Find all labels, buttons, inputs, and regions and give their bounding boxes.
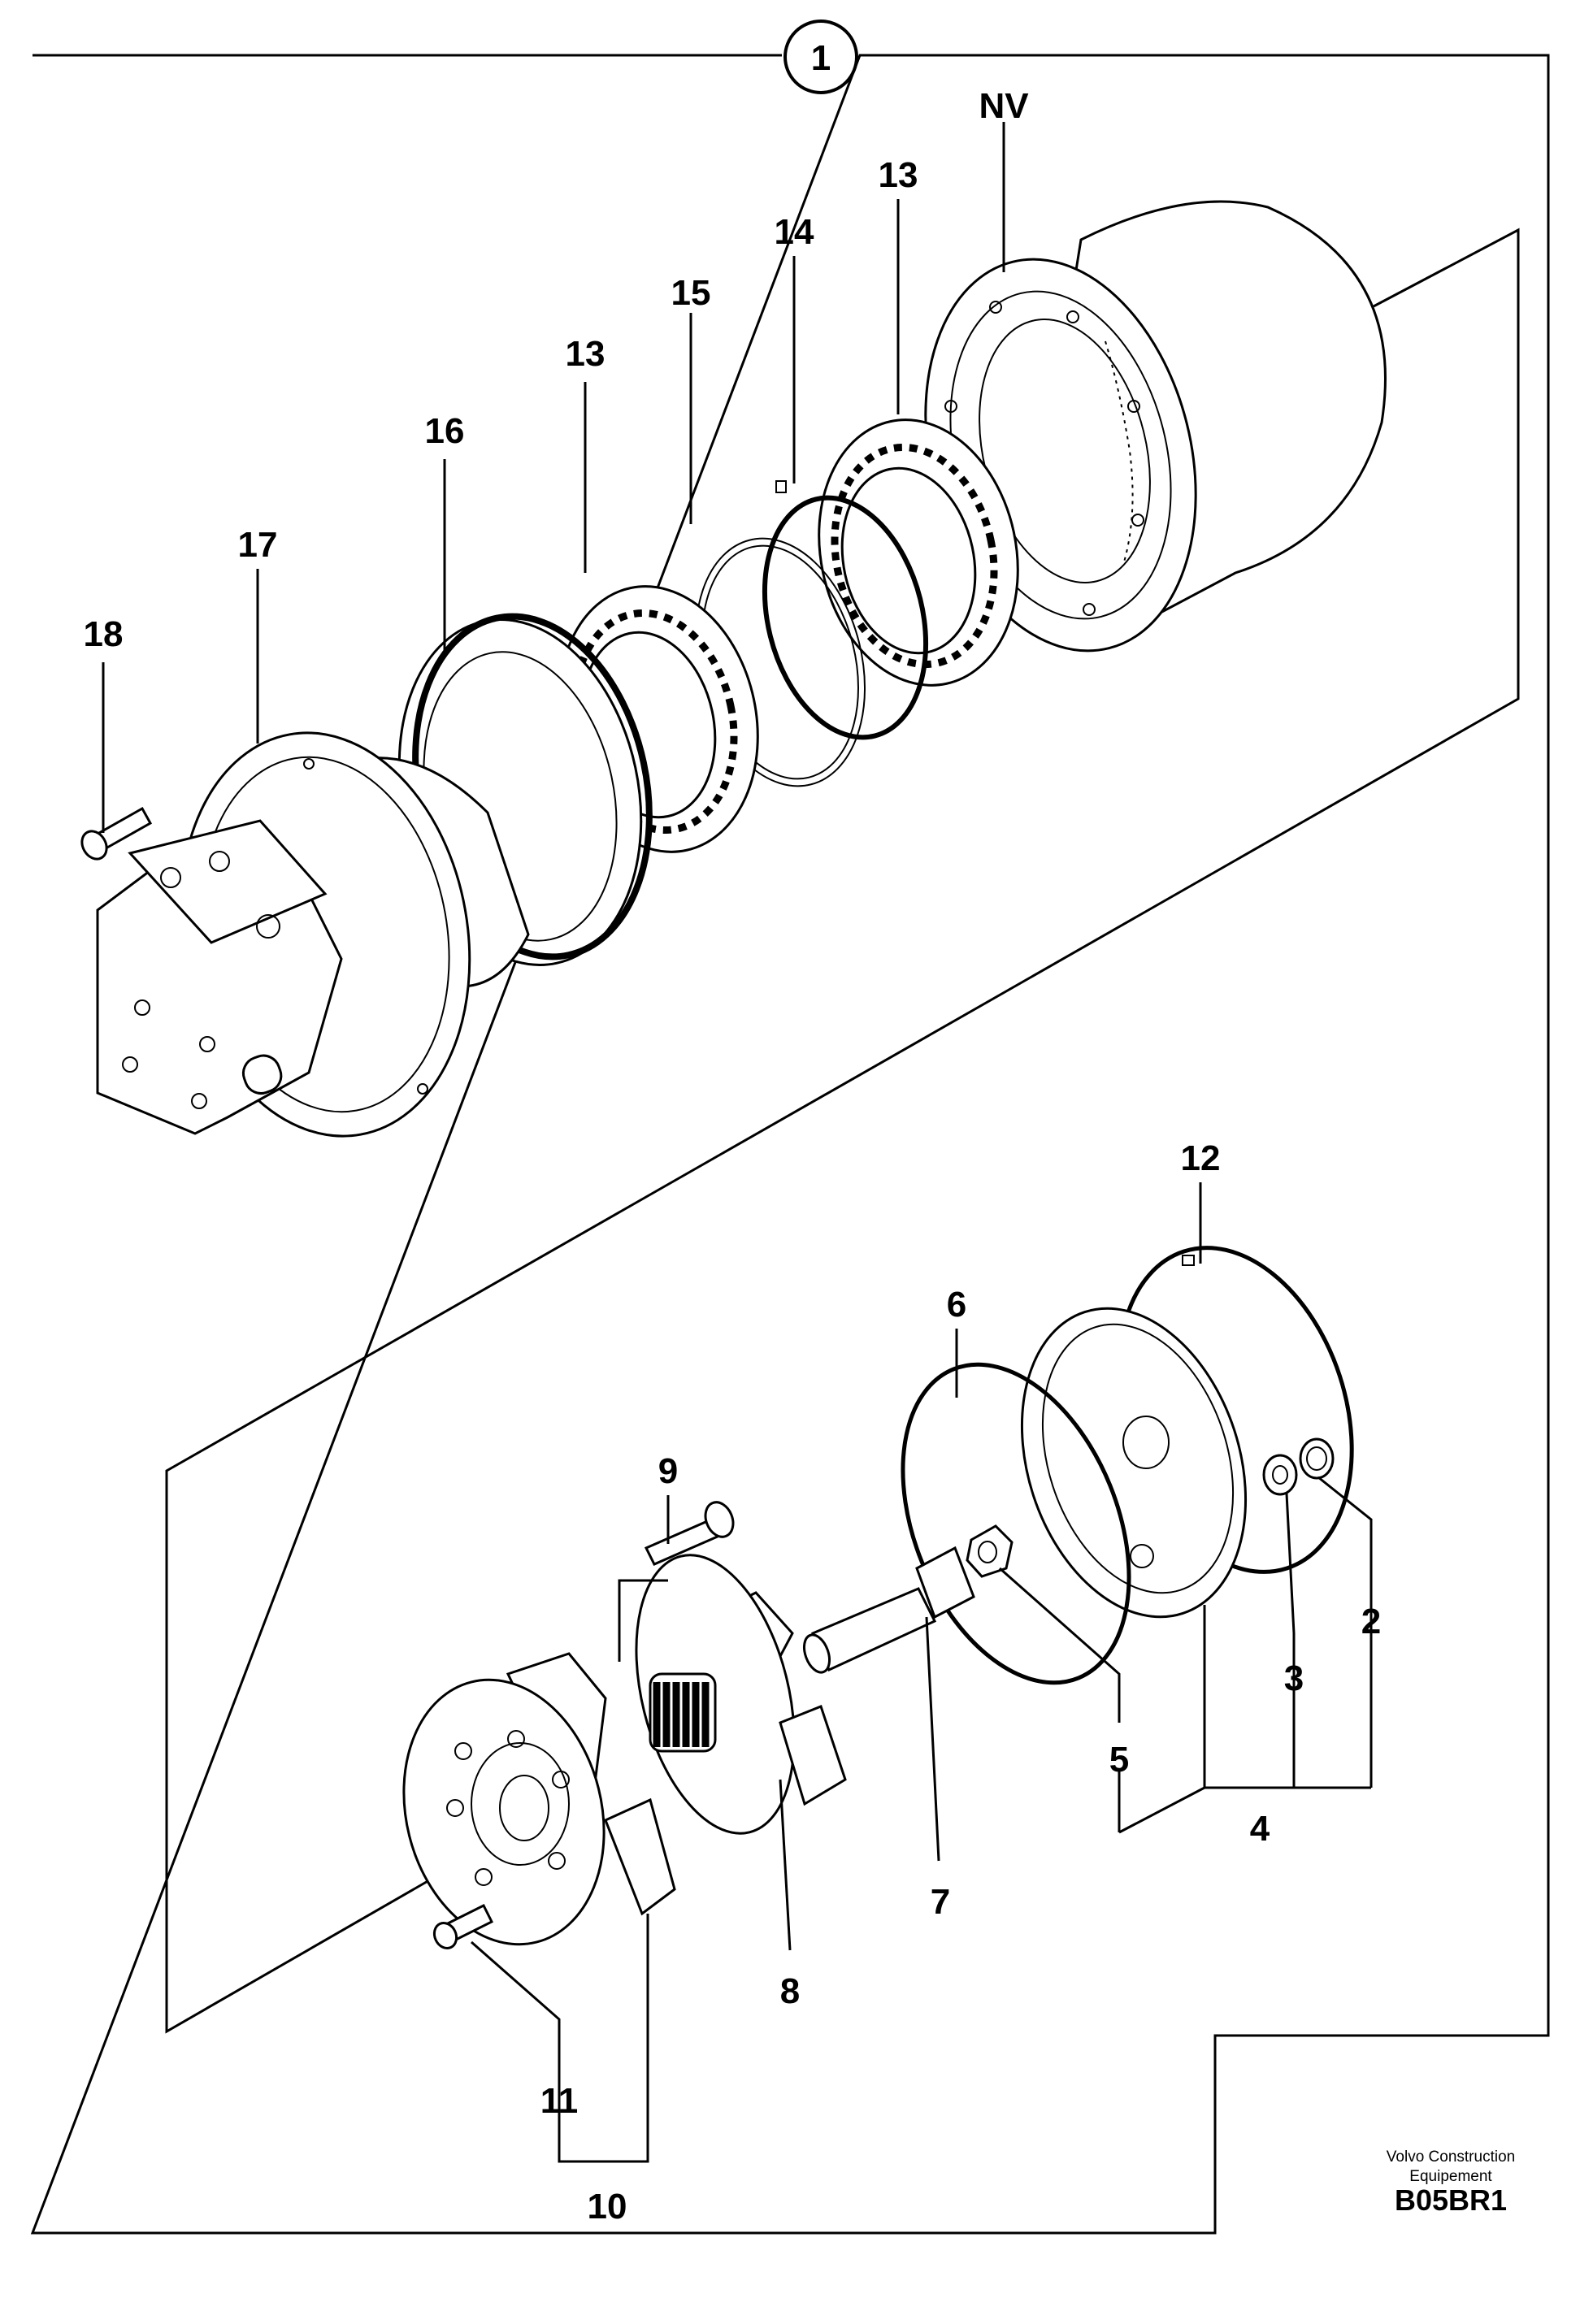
callout-labels: NV 13 14 15 13 16 17 18 12 6 9 2 3 5 4 7… [84, 86, 1382, 2226]
callout-12: 12 [1181, 1138, 1221, 1178]
travel-motor-17 [96, 731, 530, 1138]
pin-11 [432, 1903, 494, 1950]
callout-18: 18 [84, 614, 124, 654]
leader-lines [102, 122, 1373, 2163]
callout-15: 15 [671, 273, 711, 313]
plug-2 [1299, 1437, 1335, 1480]
cover-plate [1020, 1307, 1248, 1619]
thrust-plate-5 [966, 1524, 1014, 1578]
callout-2: 2 [1361, 1602, 1381, 1641]
callout-5: 5 [1109, 1740, 1129, 1780]
callout-16: 16 [425, 411, 465, 451]
bolt-18 [80, 806, 153, 861]
planet-carrier-10 [402, 1652, 676, 1946]
callout-14: 14 [775, 212, 814, 252]
washer-3 [1262, 1454, 1298, 1496]
callout-8: 8 [780, 1971, 800, 2011]
callout-9: 9 [658, 1451, 678, 1491]
sheet-number-badge: 1 [783, 20, 858, 94]
snap-ring-14 [762, 480, 929, 740]
planet-carrier-8 [635, 1554, 847, 1835]
callout-7: 7 [931, 1882, 950, 1922]
callout-nv: NV [979, 86, 1029, 126]
callout-17: 17 [238, 525, 278, 565]
callout-3: 3 [1284, 1658, 1304, 1698]
callout-13-lower: 13 [566, 334, 606, 374]
sun-gear-shaft-7 [802, 1546, 975, 1674]
callout-13-upper: 13 [879, 155, 918, 195]
callout-11: 11 [540, 2081, 579, 2121]
callout-6: 6 [947, 1285, 966, 1325]
upper-assembly-bracket [165, 228, 1520, 2034]
bolt-9 [644, 1501, 735, 1566]
callout-10: 10 [588, 2187, 627, 2226]
frame-border [30, 54, 1550, 2235]
callout-4: 4 [1250, 1809, 1270, 1849]
sheet-number: 1 [811, 38, 831, 78]
drawing-code: B05BR1 [1395, 2183, 1507, 2217]
o-ring-6 [901, 1362, 1131, 1685]
